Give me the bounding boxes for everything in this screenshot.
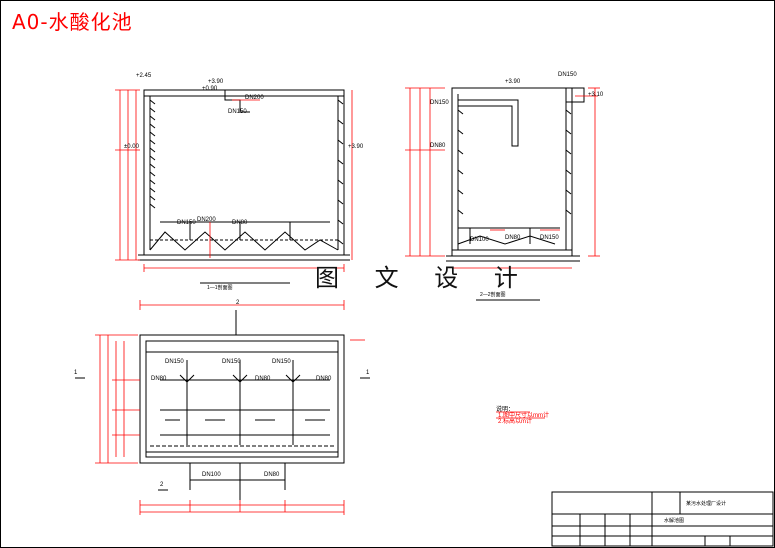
notes-lines	[496, 411, 545, 419]
section-1-label: DN200	[245, 95, 264, 101]
section-2-label: +3.90	[505, 79, 521, 85]
plan-outline	[139, 334, 345, 464]
section-1-label: +2.45	[136, 73, 152, 79]
plan-dimensions	[95, 300, 365, 515]
section-1-1	[138, 89, 350, 284]
note-item: 1.图中尺寸以mm计	[498, 413, 550, 419]
notes-heading: 说明：	[496, 407, 515, 413]
plan-label: DN150	[165, 359, 184, 365]
section-mark-1-left: 1	[74, 370, 78, 376]
section-2-2	[446, 87, 585, 301]
section-1-label: ±0.00	[124, 144, 139, 150]
section-mark-2-top: 2	[236, 300, 240, 306]
section-2-label: +3.10	[588, 92, 604, 98]
section-2-label: DN80	[505, 235, 521, 241]
section-2-2-dimensions	[405, 87, 600, 269]
section-2-label: DN80	[430, 143, 446, 149]
section-2-label: DN150	[558, 72, 577, 78]
plan-label: DN80	[151, 376, 167, 382]
note-item: 2.标高以m计	[498, 419, 533, 425]
section-1-label: DN150	[228, 109, 247, 115]
section-mark-2-bottom: 2	[160, 482, 164, 488]
plan-label: DN80	[316, 376, 332, 382]
plan-label: DN80	[264, 472, 280, 478]
drawing-name: 水解池图	[664, 518, 685, 524]
project-name: 某污水处理厂设计	[686, 501, 727, 507]
section-2-label: DN150	[430, 100, 449, 106]
section-1-1-dimensions	[115, 89, 353, 272]
section-1-label: +0.90	[202, 86, 218, 92]
section-1-label: DN150	[177, 220, 196, 226]
section-mark-1-right: 1	[366, 370, 370, 376]
section-2-label: DN150	[540, 235, 559, 241]
watermark: 图 文 设 计	[315, 264, 532, 292]
section-1-label: +3.90	[208, 79, 224, 85]
plan-view	[75, 310, 370, 500]
plan-label: DN150	[222, 359, 241, 365]
title-block	[551, 491, 774, 547]
section-1-label: DN200	[197, 217, 216, 223]
section-2-caption: 2—2剖面图	[480, 292, 506, 298]
section-1-label: DN80	[232, 220, 248, 226]
drawing-title: A0-水酸化池	[12, 10, 133, 34]
section-1-caption: 1—1剖面图	[207, 285, 233, 291]
plan-label: DN80	[255, 376, 271, 382]
section-2-label: DN100	[470, 237, 489, 243]
plan-label: DN100	[202, 472, 221, 478]
section-1-label: +3.90	[348, 144, 364, 150]
plan-label: DN150	[272, 359, 291, 365]
